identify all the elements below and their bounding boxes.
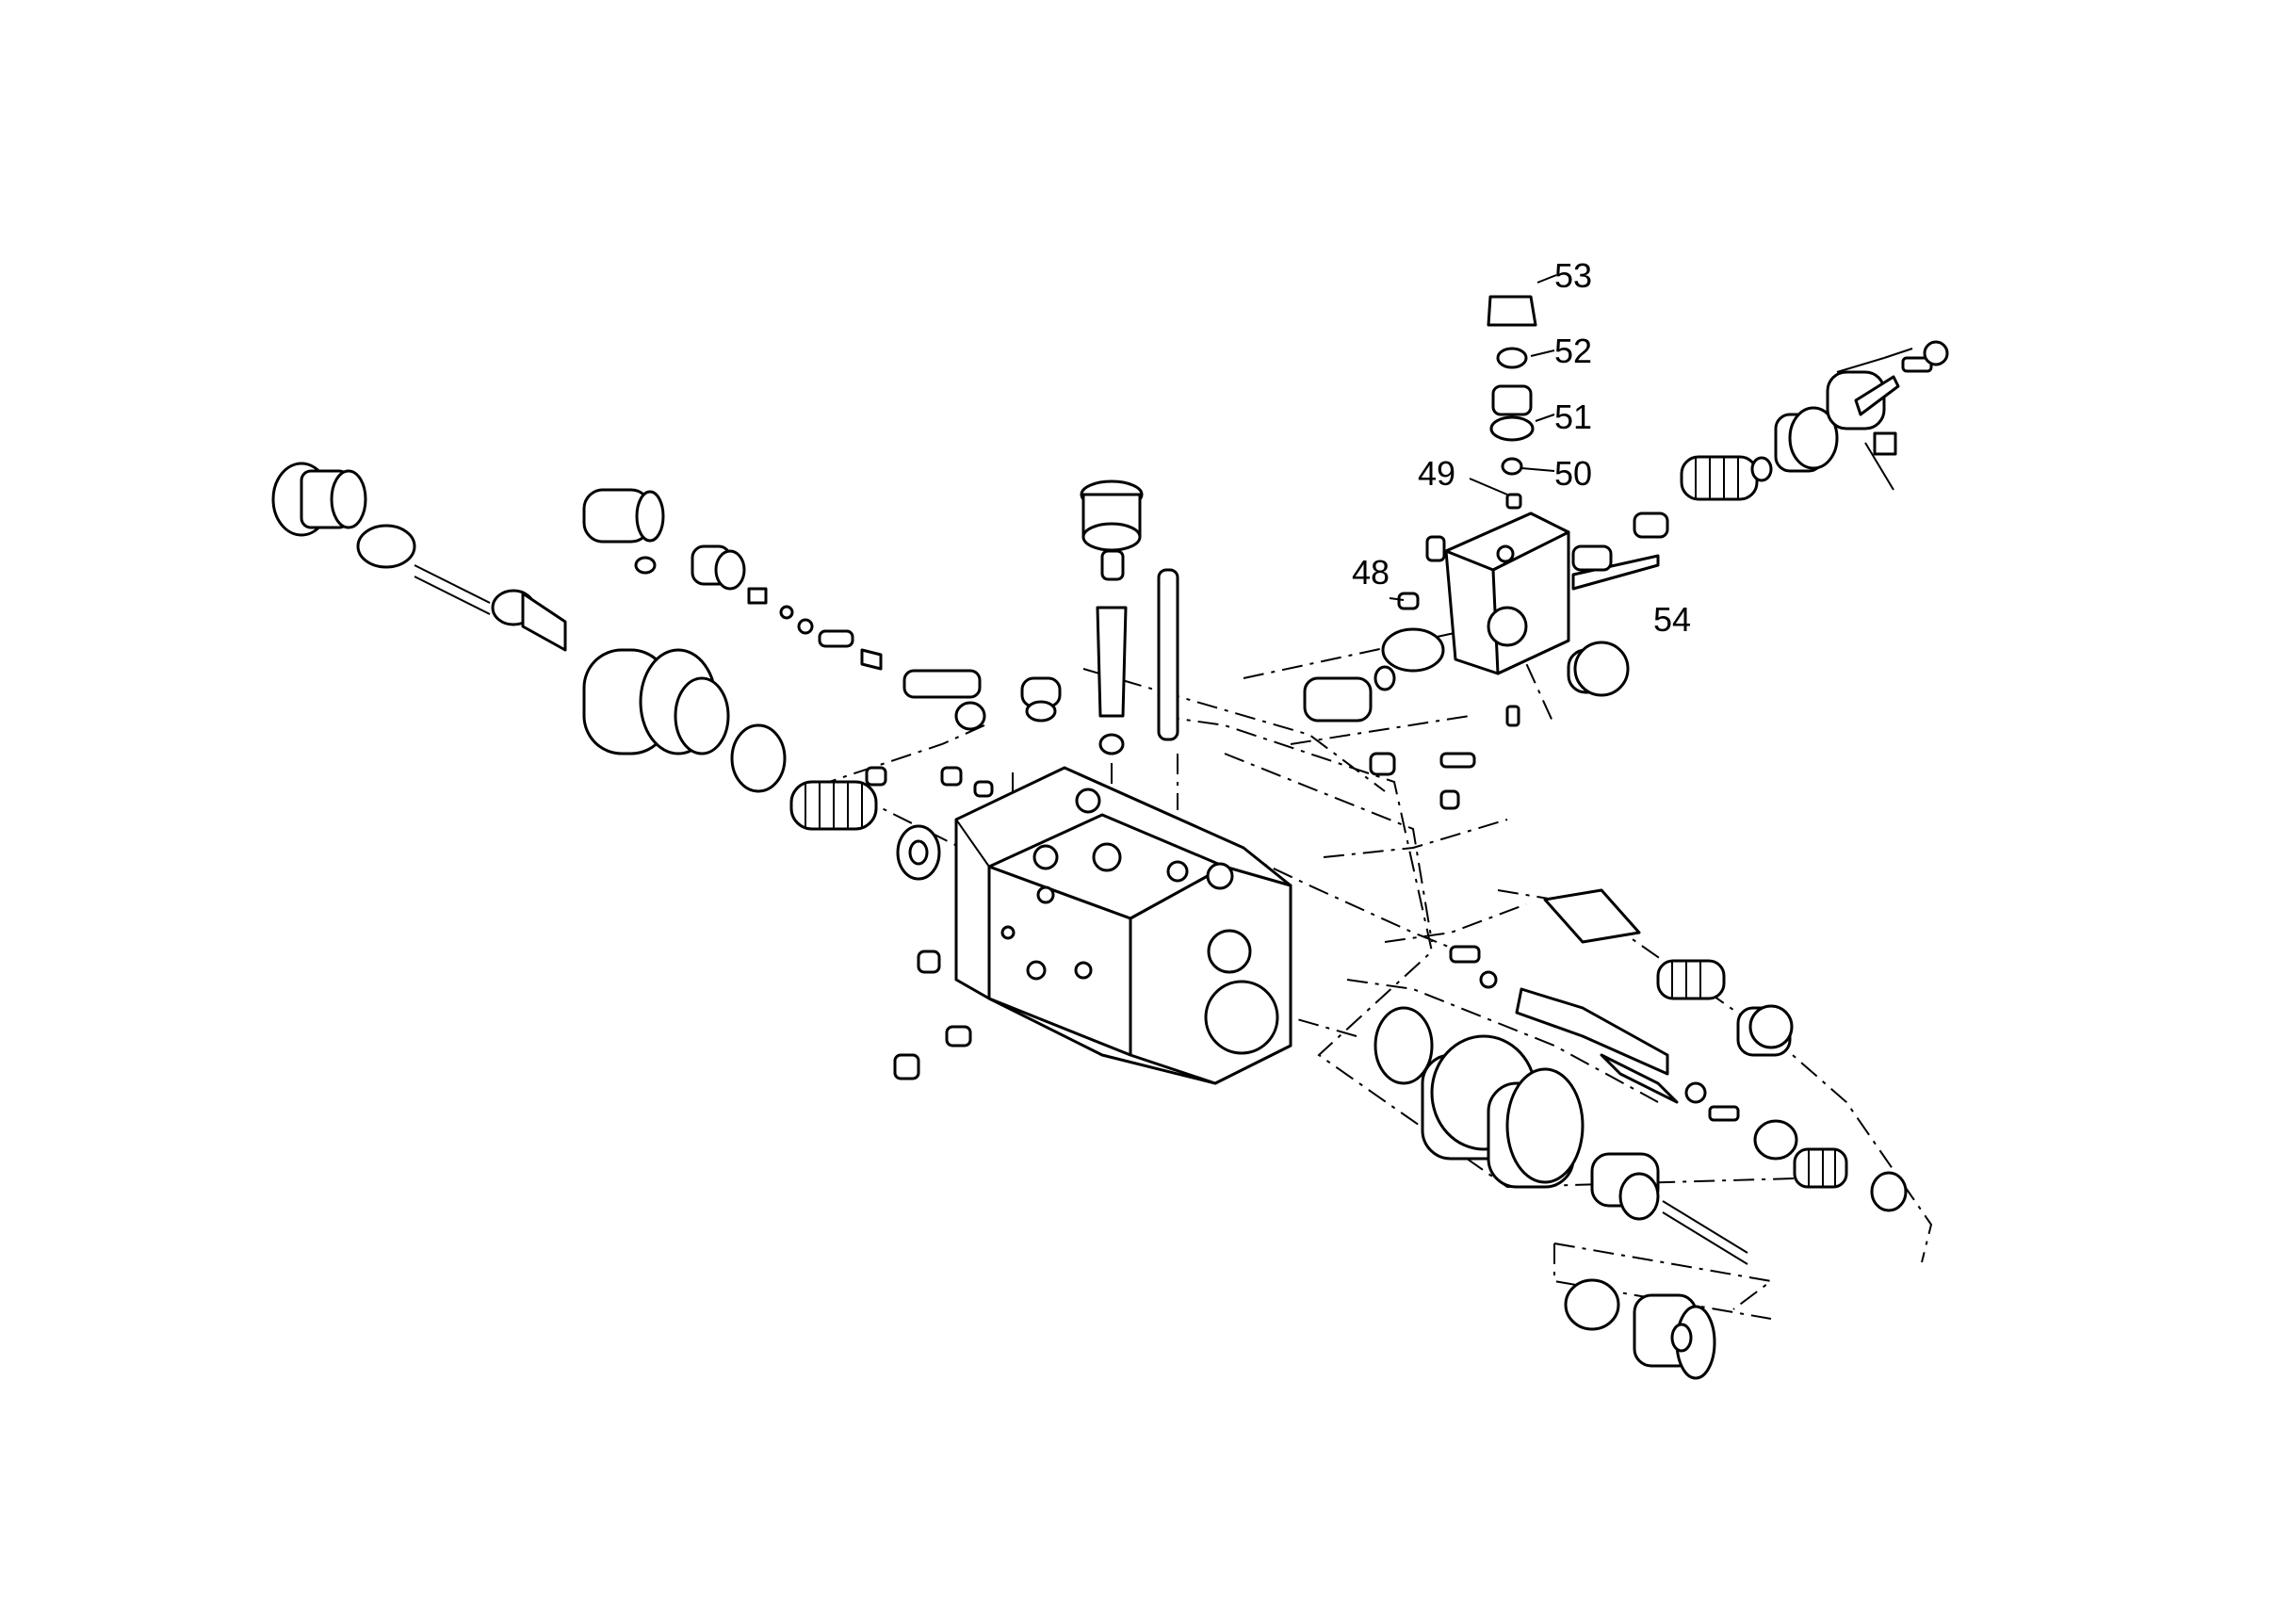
assembly-guide-lines (826, 620, 1933, 1320)
callout-50: 50 (1554, 454, 1592, 493)
valve-body-block (954, 766, 1292, 1085)
callout-52: 52 (1554, 332, 1592, 370)
callout-54: 54 (1653, 600, 1691, 639)
callout-49: 49 (1418, 454, 1455, 493)
upper-middle-left-parts (582, 488, 994, 1080)
pilot-stack (1487, 295, 1537, 510)
callout-leaders (1389, 274, 1557, 601)
callout-53: 53 (1554, 256, 1592, 295)
spring-upper-right (1680, 455, 1759, 501)
middle-right-parts (1369, 641, 1630, 810)
callout-48: 48 (1352, 553, 1390, 592)
spring-left (789, 780, 878, 831)
lower-right-spool-assembly (1449, 888, 1908, 1212)
pilot-valve-housing (1303, 512, 1660, 723)
lower-fitting-assembly (1374, 1006, 1748, 1380)
callout-51: 51 (1554, 398, 1592, 436)
spring-lower-right (1656, 959, 1726, 1000)
spring-lower-right-small (1793, 1147, 1848, 1189)
callout-labels: 53 52 51 50 49 48 54 (1352, 256, 1691, 639)
upper-vertical-parts (1020, 479, 1179, 755)
upper-right-solenoid-chain (1633, 340, 1949, 539)
upper-left-assembly (271, 462, 941, 881)
